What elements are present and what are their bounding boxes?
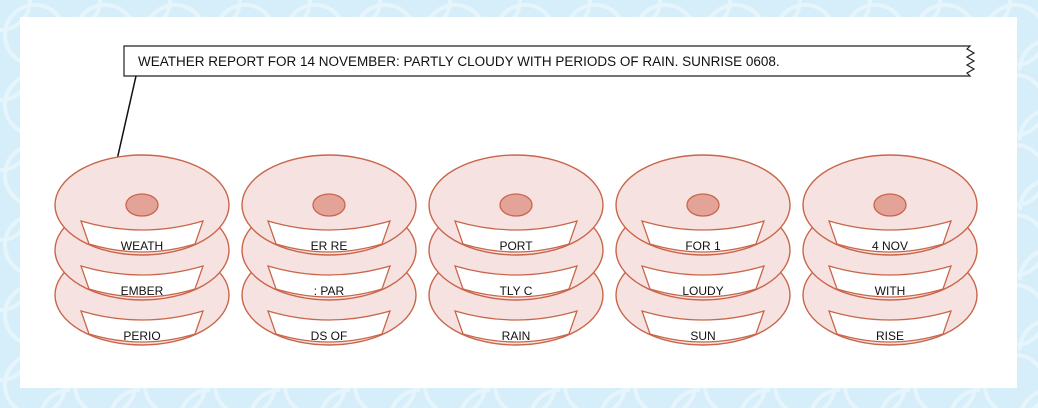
disk-platter: ER RE bbox=[241, 154, 417, 256]
slot-label: : PAR bbox=[314, 284, 345, 298]
spindle-hub bbox=[686, 193, 720, 217]
data-slot bbox=[827, 220, 953, 253]
data-slot bbox=[266, 265, 392, 298]
slot-label: RAIN bbox=[502, 329, 531, 343]
slot-label: RISE bbox=[876, 329, 904, 343]
data-slot bbox=[827, 310, 953, 343]
data-slot bbox=[79, 220, 205, 253]
disk-stack-2: DS OF : PAR ER RE bbox=[241, 154, 417, 346]
slot-label: 4 NOV bbox=[872, 239, 908, 253]
slot-label: ER RE bbox=[311, 239, 348, 253]
slot-label: DS OF bbox=[311, 329, 348, 343]
data-slot bbox=[453, 220, 579, 253]
data-slot bbox=[266, 220, 392, 253]
spindle-hub bbox=[125, 193, 159, 217]
spindle-hub bbox=[873, 193, 907, 217]
disk-stacks: PERIO EMBER WEATH DS OF : PAR ER RE RAIN TLY C P… bbox=[54, 154, 978, 346]
data-slot bbox=[640, 220, 766, 253]
slot-label: PERIO bbox=[123, 329, 160, 343]
slot-label: EMBER bbox=[121, 284, 164, 298]
slot-label: PORT bbox=[499, 239, 533, 253]
slot-label: LOUDY bbox=[682, 284, 723, 298]
disk-platter: WEATH bbox=[54, 154, 230, 256]
weather-report-banner: WEATHER REPORT FOR 14 NOVEMBER: PARTLY C… bbox=[123, 45, 976, 77]
data-slot bbox=[453, 265, 579, 298]
spindle-hub bbox=[312, 193, 346, 217]
disk-stack-5: RISE WITH 4 NOV bbox=[802, 154, 978, 346]
slot-label: FOR 1 bbox=[685, 239, 721, 253]
banner-box bbox=[123, 45, 976, 77]
disk-platter: PORT bbox=[428, 154, 604, 256]
data-slot bbox=[79, 265, 205, 298]
slot-label: SUN bbox=[690, 329, 715, 343]
data-slot bbox=[79, 310, 205, 343]
data-slot bbox=[827, 265, 953, 298]
disk-platter: FOR 1 bbox=[615, 154, 791, 256]
slot-label: WEATH bbox=[121, 239, 163, 253]
slot-label: WITH bbox=[875, 284, 906, 298]
disk-stack-4: SUN LOUDY FOR 1 bbox=[615, 154, 791, 346]
data-slot bbox=[640, 265, 766, 298]
disk-stack-1: PERIO EMBER WEATH bbox=[54, 154, 230, 346]
data-slot bbox=[453, 310, 579, 343]
banner-text: WEATHER REPORT FOR 14 NOVEMBER: PARTLY C… bbox=[138, 54, 780, 69]
spindle-hub bbox=[499, 193, 533, 217]
data-slot bbox=[640, 310, 766, 343]
disk-stack-3: RAIN TLY C PORT bbox=[428, 154, 604, 346]
slot-label: TLY C bbox=[500, 284, 533, 298]
disk-platter: 4 NOV bbox=[802, 154, 978, 256]
data-slot bbox=[266, 310, 392, 343]
